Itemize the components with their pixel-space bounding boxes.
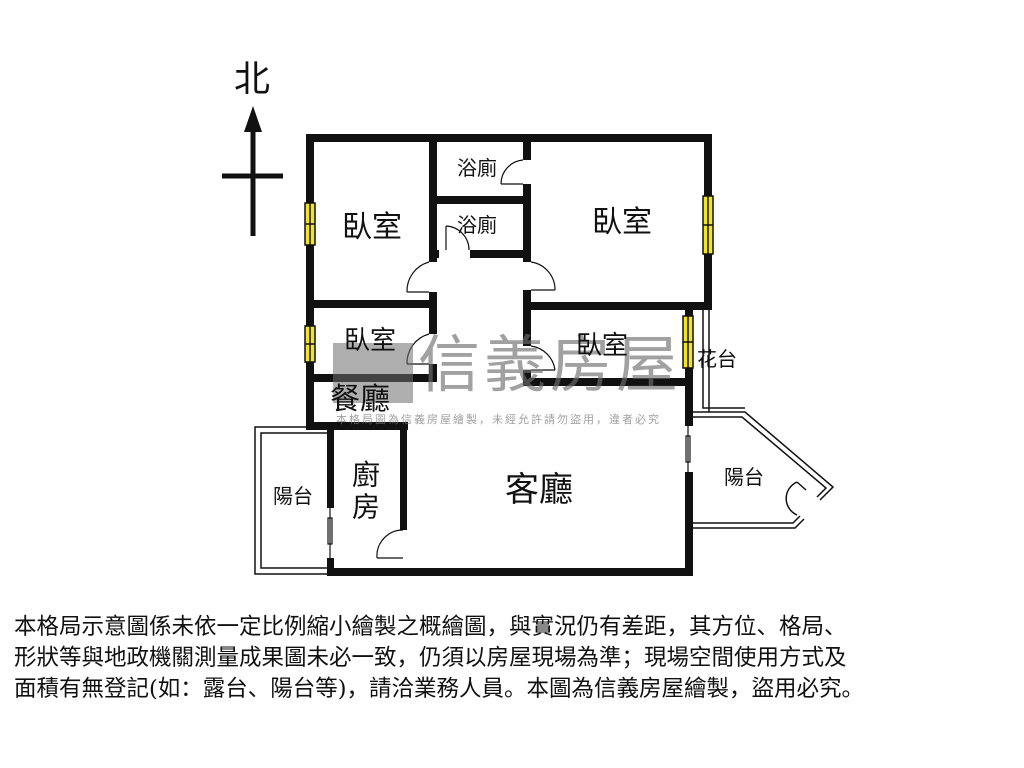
disclaimer-text: 本格局示意圖係未依一定比例縮小繪製之概繪圖，與實況仍有差距，其方位、格局、 形狀… [14, 612, 1014, 705]
room-label-bedroom-ne: 臥室 [592, 205, 652, 240]
brand-watermark: 信義房屋 [418, 328, 683, 401]
room-label-bathroom-lower: 浴廁 [457, 213, 497, 237]
north-arrow-icon [222, 106, 283, 236]
disclaimer-line-1: 本格局示意圖係未依一定比例縮小繪製之概繪圖，與實況仍有差距，其方位、格局、 [14, 614, 847, 640]
balcony-west-outline [254, 426, 330, 575]
room-label-dining: 餐廳 [330, 382, 390, 417]
windows [304, 195, 714, 369]
floor-plan [222, 106, 835, 576]
sliding-doors [327, 426, 691, 558]
room-label-bedroom-w: 臥室 [344, 326, 397, 356]
disclaimer-line-2: 形狀等與地政機關測量成果圖未必一致，仍須以房屋現場為準；現場空間使用方式及 [14, 645, 847, 671]
copyright-watermark: 本格局圖為信義房屋繪製，未經允許請勿盜用，違者必究 [336, 413, 661, 426]
north-label: 北 [234, 59, 271, 100]
room-label-bedroom-e: 臥室 [576, 331, 629, 361]
room-label-living: 客廳 [505, 470, 573, 510]
room-label-balcony-west: 陽台 [273, 484, 313, 508]
balcony-east-outline [690, 411, 835, 529]
brand-logo-watermark [333, 343, 413, 403]
room-label-bedroom-nw: 臥室 [342, 210, 402, 245]
room-label-kitchen: 廚房 [348, 460, 381, 524]
disclaimer-line-3: 面積有無登記(如：露台、陽台等)，請洽業務人員。本圖為信義房屋繪製，盜用必究。 [14, 676, 865, 702]
room-label-bathroom-upper: 浴廁 [457, 156, 497, 180]
room-label-planter: 花台 [697, 347, 737, 371]
room-label-balcony-east: 陽台 [724, 465, 764, 489]
planter-outline [702, 308, 745, 412]
